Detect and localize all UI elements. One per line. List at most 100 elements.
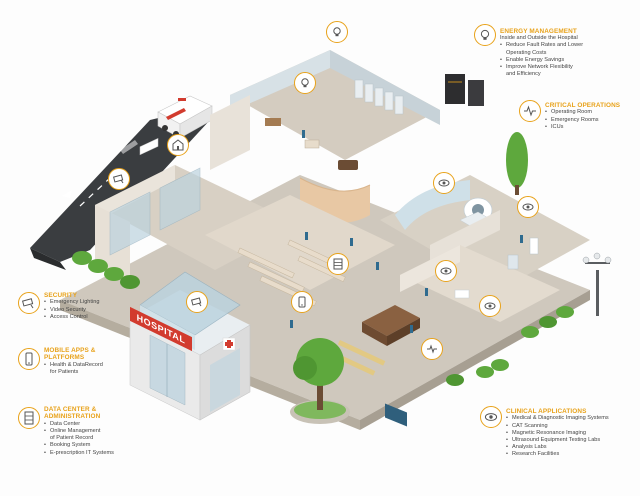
mobile-apps-title-line2: PLATFORMS <box>44 354 85 362</box>
security-title: SECURITY <box>44 292 78 299</box>
list-item: •Reduce Fault Rates and Lower <box>500 42 584 49</box>
pin-lightbulb <box>326 21 348 43</box>
street-lamp <box>582 252 612 316</box>
waiting-chairs <box>237 239 346 307</box>
energy-management-title: ENERGY MANAGEMENT <box>500 28 577 35</box>
heartbeat-icon <box>524 105 536 117</box>
camera-icon <box>113 174 124 184</box>
lightbulb-icon <box>301 78 309 88</box>
list-item: •Magnetic Resonance Imaging <box>506 429 587 436</box>
eye-icon <box>440 267 452 275</box>
list-item: •Video Security <box>44 306 86 313</box>
list-item: •CAT Scanning <box>506 422 548 429</box>
red-cross-sign <box>222 337 236 351</box>
lounge-sofa <box>338 160 358 170</box>
pin-heartbeat <box>421 338 443 360</box>
pin-eye-4 <box>479 295 501 317</box>
pin-home <box>167 134 189 156</box>
critical-operations-title: CRITICAL OPERATIONS <box>545 102 621 109</box>
list-item: •Emergency Lighting <box>44 299 100 306</box>
clinic-equipment <box>454 237 539 299</box>
pin-energy <box>294 72 316 94</box>
mobile-callout-icon <box>18 348 40 370</box>
energy-management-subtitle: Inside and Outside the Hospital <box>500 35 578 42</box>
list-item: •Health & DataRecord <box>44 361 103 368</box>
data-center-title-line1: DATA CENTER & <box>44 406 97 413</box>
parking-marks <box>120 140 138 154</box>
ambulance <box>157 95 213 139</box>
road-arrow <box>62 190 72 198</box>
pin-eye-2 <box>517 196 539 218</box>
list-item: •E-prescription IT Systems <box>44 449 114 456</box>
camera-icon <box>191 297 202 307</box>
list-item: •Research Facilities <box>506 451 560 458</box>
list-item: •Access Control <box>44 313 88 320</box>
phone-icon <box>298 296 306 308</box>
road-edge <box>30 248 66 270</box>
list-item: and Efficiency <box>506 71 541 78</box>
critical-callout-icon <box>519 100 541 122</box>
clinical-applications-title: CLINICAL APPLICATIONS <box>506 408 587 415</box>
upper-room-front-wall <box>210 95 250 170</box>
list-item: •Operating Room <box>545 109 593 116</box>
pin-security-camera-2 <box>186 291 208 313</box>
list-item: •Booking System <box>44 442 91 449</box>
info-board <box>385 403 407 427</box>
mobile-apps-callout: MOBILE APPS & PLATFORMS •Health & DataRe… <box>44 347 134 376</box>
eye-icon <box>522 203 534 211</box>
eye-icon <box>438 179 450 187</box>
data-center-callout: DATA CENTER & ADMINISTRATION •Data Cente… <box>44 406 144 457</box>
server-icon <box>24 411 34 425</box>
left-glass-partition <box>109 191 151 256</box>
list-item: •Data Center <box>44 420 81 427</box>
left-glass-partition-2 <box>159 167 201 231</box>
lightbulb-icon <box>333 27 341 37</box>
upper-room-back-wall <box>230 50 330 112</box>
list-item: •Online Management <box>44 428 101 435</box>
left-wing-wall <box>95 165 175 222</box>
energy-callout-icon <box>474 24 496 46</box>
mri-scanner <box>459 197 496 231</box>
list-item: •Medical & Diagnostic Imaging Systems <box>506 415 609 422</box>
list-item: for Patients <box>50 369 79 376</box>
mri-room-wall <box>395 180 470 230</box>
server-racks <box>354 79 404 115</box>
server-icon <box>333 258 343 270</box>
clinical-applications-callout: CLINICAL APPLICATIONS •Medical & Diagnos… <box>506 408 636 459</box>
cypress-tree <box>506 132 528 195</box>
camera-icon <box>22 298 34 309</box>
security-callout-icon <box>18 292 40 314</box>
datacenter-callout-icon <box>18 407 40 429</box>
list-item: •Enable Energy Savings <box>500 56 565 63</box>
list-item: •Improve Network Flexibility <box>500 64 573 71</box>
pin-security-camera-1 <box>108 168 130 190</box>
lounge-table <box>304 139 320 149</box>
list-item: •Emergency Rooms <box>545 116 599 123</box>
hedge-left <box>72 251 140 289</box>
people <box>290 130 523 333</box>
entrance-glass-door <box>149 334 186 406</box>
courtyard-tree <box>290 338 350 424</box>
building-icon <box>172 139 184 151</box>
energy-cabinet <box>445 74 484 106</box>
list-item: •Ultrasound Equipment Testing Labs <box>506 437 601 444</box>
pin-mobile <box>291 291 313 313</box>
mobile-apps-title-line1: MOBILE APPS & <box>44 347 96 354</box>
entrance-building <box>129 271 251 421</box>
lightbulb-icon <box>480 29 490 40</box>
eye-icon <box>484 413 498 421</box>
pin-eye-3 <box>435 260 457 282</box>
eye-icon <box>484 302 496 310</box>
list-item: •ICUs <box>545 123 564 130</box>
heartbeat-icon <box>427 344 437 354</box>
list-item: Operating Costs <box>506 49 547 56</box>
security-callout: SECURITY •Emergency Lighting •Video Secu… <box>44 292 134 321</box>
energy-management-callout: ENERGY MANAGEMENT Inside and Outside the… <box>500 28 636 78</box>
list-item: of Patient Record <box>50 435 94 442</box>
critical-operations-callout: CRITICAL OPERATIONS •Operating Room •Eme… <box>545 102 637 131</box>
office-desk <box>265 118 281 126</box>
hedge-right <box>446 306 574 386</box>
data-center-title-line2: ADMINISTRATION <box>44 413 101 421</box>
phone-icon <box>25 352 33 366</box>
